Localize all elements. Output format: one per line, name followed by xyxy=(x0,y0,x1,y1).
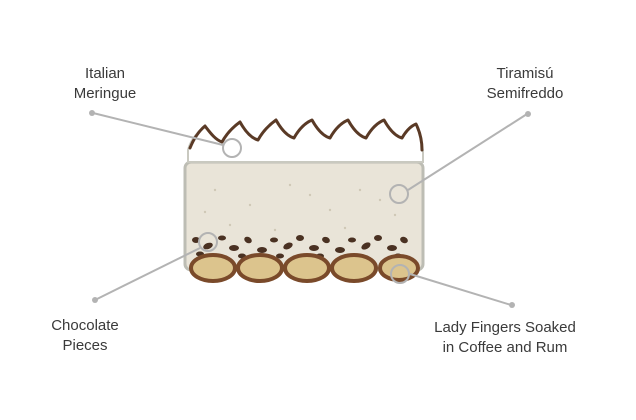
marker-ring-chocolate xyxy=(198,232,218,252)
semifreddo-speckles xyxy=(203,183,397,232)
dot-meringue xyxy=(89,110,95,116)
leader-lines xyxy=(92,112,528,306)
label-tiramisu-semifreddo: Tiramisú Semifreddo xyxy=(470,64,580,104)
leader-line-meringue xyxy=(92,112,224,146)
dot-chocolate xyxy=(92,297,98,303)
label-line: Italian xyxy=(84,65,126,82)
lady-finger xyxy=(236,253,284,283)
marker-ring-semifreddo xyxy=(389,184,409,204)
leader-line-chocolate xyxy=(94,247,201,301)
label-line: Meringue xyxy=(73,85,137,102)
dot-semifreddo xyxy=(525,111,531,117)
label-line: Pieces xyxy=(62,337,108,354)
meringue-browned-tips xyxy=(188,118,424,152)
label-line: Tiramisú xyxy=(496,65,554,82)
label-chocolate-pieces: Chocolate Pieces xyxy=(30,316,140,356)
lady-finger xyxy=(378,254,420,282)
label-italian-meringue: Italian Meringue xyxy=(50,64,160,104)
lady-fingers xyxy=(189,253,420,283)
label-line: Lady Fingers Soaked xyxy=(434,319,576,336)
leader-line-ladyfingers xyxy=(409,273,512,306)
label-line: Semifreddo xyxy=(486,85,564,102)
dot-ladyfingers xyxy=(509,302,515,308)
lady-finger xyxy=(283,253,331,283)
marker-ring-meringue xyxy=(222,138,242,158)
chocolate-pieces xyxy=(192,235,408,259)
leader-line-semifreddo xyxy=(407,113,528,191)
label-lady-fingers: Lady Fingers Soaked in Coffee and Rum xyxy=(405,318,605,358)
leader-dots xyxy=(89,110,531,308)
lady-finger xyxy=(189,253,237,283)
marker-ring-ladyfingers xyxy=(390,264,410,284)
label-line: Chocolate xyxy=(51,317,119,334)
lady-finger xyxy=(330,253,378,283)
label-line: in Coffee and Rum xyxy=(442,339,568,356)
